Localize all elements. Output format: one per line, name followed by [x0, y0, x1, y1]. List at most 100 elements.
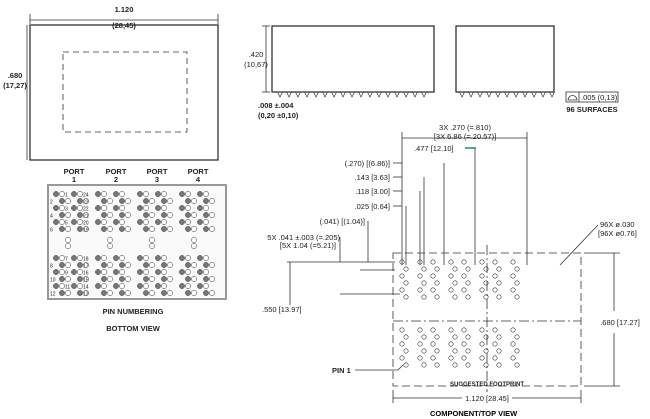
pin-tip — [521, 91, 529, 98]
footprint-hole — [430, 355, 436, 361]
pin-open — [185, 269, 191, 275]
footprint-hole — [399, 355, 405, 361]
footprint-hole — [496, 362, 502, 368]
footprint-hole — [483, 362, 489, 368]
pin-open — [203, 269, 209, 275]
footprint-hole — [452, 266, 458, 272]
pin-tip — [393, 91, 401, 98]
pin-number: 14 — [83, 285, 89, 291]
footprint-hole — [461, 341, 467, 347]
footprint-hole — [448, 287, 454, 293]
pin-open — [107, 276, 113, 282]
pin-open — [65, 243, 71, 249]
pin-filled — [179, 269, 185, 275]
footprint-hole — [430, 341, 436, 347]
footprint-hole — [417, 327, 423, 333]
pin-filled — [71, 269, 77, 275]
pin-number: 23 — [83, 200, 89, 206]
pin-filled — [77, 198, 83, 204]
pin-open — [149, 262, 155, 268]
pin-open — [149, 243, 155, 249]
pin-open — [59, 269, 65, 275]
pin-open — [119, 255, 125, 261]
footprint-hole — [461, 273, 467, 279]
footprint-hole — [510, 287, 516, 293]
pin-open — [101, 205, 107, 211]
pin-open — [149, 237, 155, 243]
pin-filled — [203, 212, 209, 218]
footprint-hole — [510, 273, 516, 279]
footprint-hole — [496, 280, 502, 286]
footprint-hole — [483, 348, 489, 354]
pin-open — [191, 276, 197, 282]
pin-number: 19 — [83, 228, 89, 234]
pin-number: 22 — [83, 207, 89, 213]
pin-filled — [59, 262, 65, 268]
footprint-hole — [479, 259, 485, 265]
port-number: 3 — [155, 175, 159, 184]
pin-filled — [197, 255, 203, 261]
pin-open — [125, 198, 131, 204]
pin-filled — [95, 255, 101, 261]
pin-filled — [119, 212, 125, 218]
footprint-hole — [417, 287, 423, 293]
pin-filled — [59, 226, 65, 232]
footprint-hole — [514, 334, 520, 340]
port-number: 2 — [114, 175, 118, 184]
pin-open — [101, 283, 107, 289]
pin-filled — [203, 262, 209, 268]
pin-open — [119, 269, 125, 275]
pin-tip — [375, 91, 383, 98]
footprint-hole — [483, 266, 489, 272]
pin-tip — [285, 91, 293, 98]
footprint-hole — [479, 287, 485, 293]
pin-tip — [339, 91, 347, 98]
height-dim-mm: (17,27) — [3, 81, 27, 90]
port-number: 4 — [196, 175, 201, 184]
pin-open — [77, 205, 83, 211]
pin-filled — [77, 290, 83, 296]
surfaces: 96 SURFACES — [566, 105, 617, 114]
pin-open — [167, 226, 173, 232]
footprint-hole — [421, 280, 427, 286]
pin-numbering-title: PIN NUMBERING — [103, 307, 164, 316]
pin-open — [167, 262, 173, 268]
side-height-mm: (10,67) — [244, 60, 268, 69]
pin-open — [209, 212, 215, 218]
pin-open — [149, 198, 155, 204]
pin-filled — [137, 269, 143, 275]
pin-number: 13 — [83, 292, 89, 298]
pin-open — [149, 276, 155, 282]
pin-open — [191, 226, 197, 232]
pin-number: 2 — [50, 200, 53, 206]
pin-filled — [179, 191, 185, 197]
pin-filled — [95, 219, 101, 225]
footprint-hole — [492, 327, 498, 333]
pin-open — [143, 255, 149, 261]
pin-open — [119, 191, 125, 197]
pin-open — [209, 276, 215, 282]
footprint-hole — [421, 294, 427, 300]
pin-filled — [155, 269, 161, 275]
pin-filled — [77, 226, 83, 232]
window-outline — [62, 51, 188, 133]
pin-open — [83, 290, 89, 296]
pin-number: 7 — [65, 257, 68, 263]
pin-open — [185, 283, 191, 289]
top-view: 1.120 (28,45) .680 (17,27) — [3, 5, 219, 161]
pin-number: 21 — [83, 214, 89, 220]
pin-number: 18 — [83, 257, 89, 263]
pin-open — [191, 198, 197, 204]
pin-tip — [476, 91, 484, 98]
pin-open — [83, 198, 89, 204]
pin-open — [185, 219, 191, 225]
pin-open — [77, 191, 83, 197]
pin-tip — [458, 91, 466, 98]
pin-filled — [113, 269, 119, 275]
pin-tip — [494, 91, 502, 98]
pin-filled — [155, 205, 161, 211]
pin-number: 8 — [50, 264, 53, 270]
pin-filled — [101, 226, 107, 232]
pin-number: 5 — [65, 221, 68, 227]
